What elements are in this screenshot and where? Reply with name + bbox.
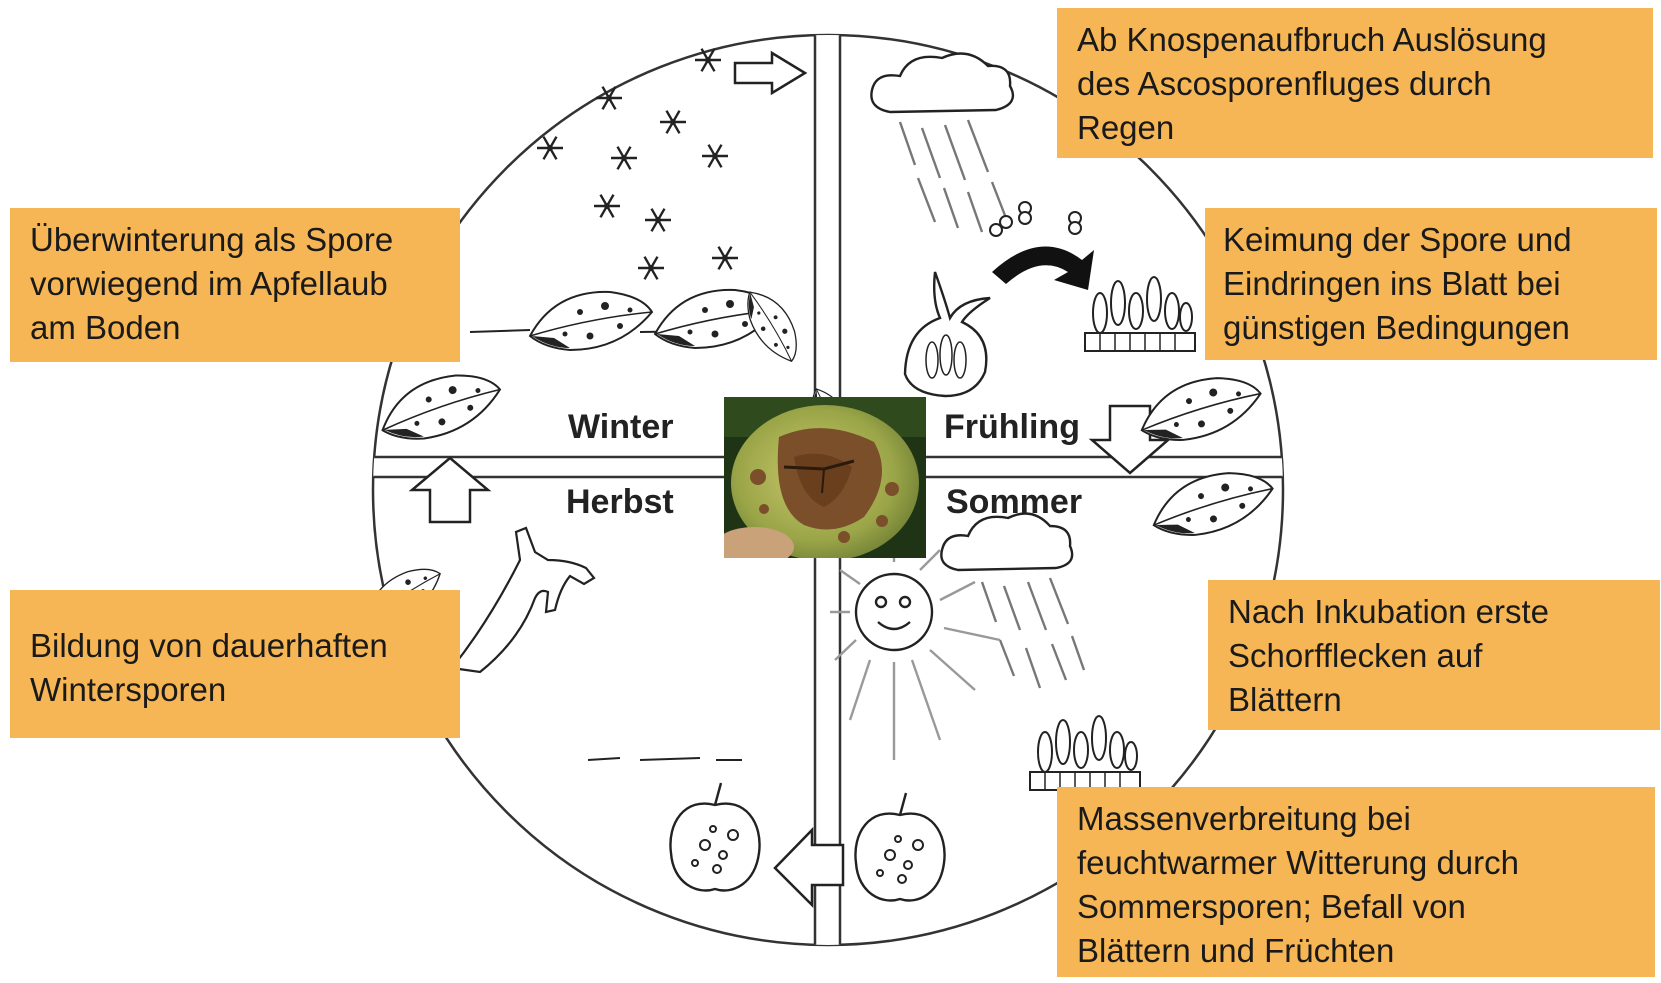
season-label-spring: Frühling [944,408,1080,446]
note-spring-ascospore-release: Ab Knospenaufbruch Auslösung des Ascospo… [1057,8,1653,158]
apple-scab-photo [724,397,926,558]
note-summer-incubation: Nach Inkubation erste Schorfflecken auf … [1208,580,1660,730]
season-label-winter: Winter [568,408,673,446]
note-autumn-winter-spores: Bildung von dauerhaften Wintersporen [10,590,460,738]
note-spring-germination: Keimung der Spore und Eindringen ins Bla… [1205,208,1657,360]
note-winter-overwintering: Überwinterung als Spore vorwiegend im Ap… [10,208,460,362]
note-summer-mass-spread: Massenverbreitung bei feuchtwarmer Witte… [1057,787,1655,977]
season-label-autumn: Herbst [566,483,674,521]
